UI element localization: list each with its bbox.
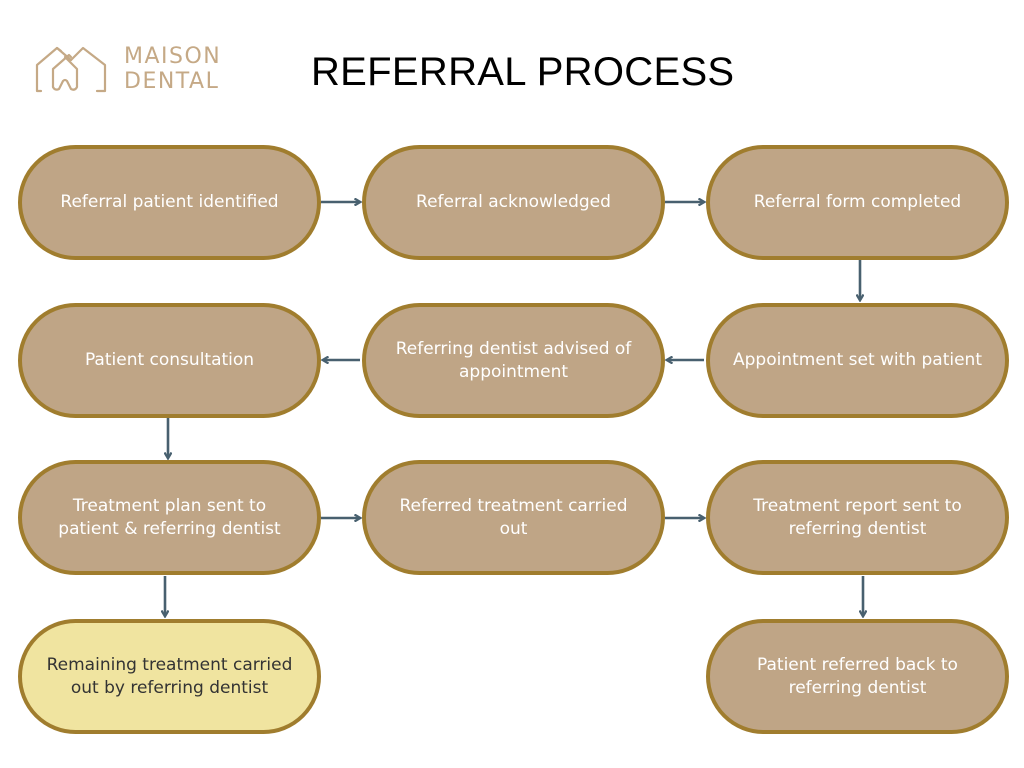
flow-node-patient-referred-back: Patient referred back to referring denti… (706, 619, 1009, 734)
node-label: Remaining treatment carried out by refer… (46, 654, 293, 698)
flow-node-appointment-set: Appointment set with patient (706, 303, 1009, 418)
flow-node-treatment-plan-sent: Treatment plan sent to patient & referri… (18, 460, 321, 575)
page-title: REFERRAL PROCESS (311, 50, 735, 94)
flow-node-remaining-treatment: Remaining treatment carried out by refer… (18, 619, 321, 734)
node-label: Referral acknowledged (416, 192, 611, 212)
flow-node-referred-treatment-carried-out: Referred treatment carried out (362, 460, 665, 575)
brand-name: MAISON DENTAL (124, 44, 221, 94)
node-label: Appointment set with patient (733, 350, 982, 370)
flow-node-referring-dentist-advised: Referring dentist advised of appointment (362, 303, 665, 418)
brand-logo: MAISON DENTAL (35, 44, 235, 95)
node-label: Treatment report sent to referring denti… (753, 495, 962, 539)
node-label: Patient referred back to referring denti… (757, 654, 958, 698)
flow-node-patient-consultation: Patient consultation (18, 303, 321, 418)
flow-node-referral-form-completed: Referral form completed (706, 145, 1009, 260)
node-label: Referred treatment carried out (399, 495, 628, 539)
node-label: Referral patient identified (60, 192, 279, 212)
brand-name-line1: MAISON (124, 44, 222, 69)
node-label: Patient consultation (84, 350, 255, 370)
node-label: Referring dentist advised of appointment (395, 338, 632, 382)
flow-node-referral-acknowledged: Referral acknowledged (362, 145, 665, 260)
node-label: Treatment plan sent to patient & referri… (58, 495, 281, 539)
house-tooth-icon (35, 46, 107, 93)
flow-node-treatment-report-sent: Treatment report sent to referring denti… (706, 460, 1009, 575)
brand-name-line2: DENTAL (124, 69, 220, 94)
flow-node-referral-patient-identified: Referral patient identified (18, 145, 321, 260)
node-label: Referral form completed (753, 192, 962, 212)
